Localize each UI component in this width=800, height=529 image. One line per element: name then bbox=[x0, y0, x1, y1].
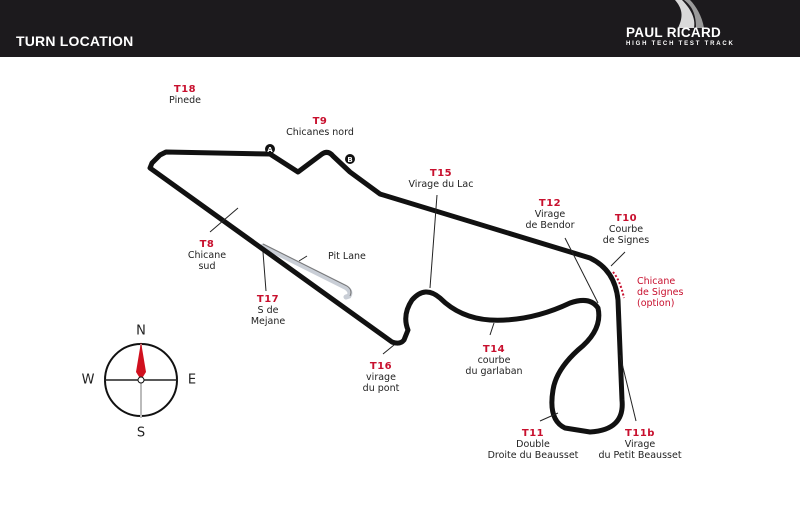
compass-east: E bbox=[187, 372, 197, 388]
pit-lane bbox=[260, 243, 353, 300]
compass-north: N bbox=[136, 323, 146, 339]
marker-a: A bbox=[265, 144, 275, 154]
page-title: TURN LOCATION bbox=[16, 33, 134, 49]
circuit-track bbox=[147, 149, 625, 435]
north-needle-icon bbox=[136, 342, 146, 380]
compass bbox=[104, 342, 178, 418]
chicane-signes-marks bbox=[612, 271, 625, 299]
logo-sail-icon bbox=[675, 0, 704, 28]
svg-text:B: B bbox=[347, 156, 352, 164]
logo-main-text: PAUL RICARD bbox=[626, 25, 722, 40]
paul-ricard-logo: PAUL RICARD HIGH TECH TEST TRACK bbox=[620, 0, 780, 57]
pit-lane-label: Pit Lane bbox=[328, 251, 366, 262]
svg-text:A: A bbox=[267, 146, 273, 154]
compass-west: W bbox=[81, 372, 95, 388]
header-bar: TURN LOCATION PAUL RICARD HIGH TECH TEST… bbox=[0, 0, 800, 57]
chicane-signes-note: Chicane de Signes (option) bbox=[637, 276, 684, 309]
logo-sub-text: HIGH TECH TEST TRACK bbox=[626, 41, 735, 47]
marker-b: B bbox=[345, 154, 355, 164]
compass-south: S bbox=[136, 425, 146, 441]
